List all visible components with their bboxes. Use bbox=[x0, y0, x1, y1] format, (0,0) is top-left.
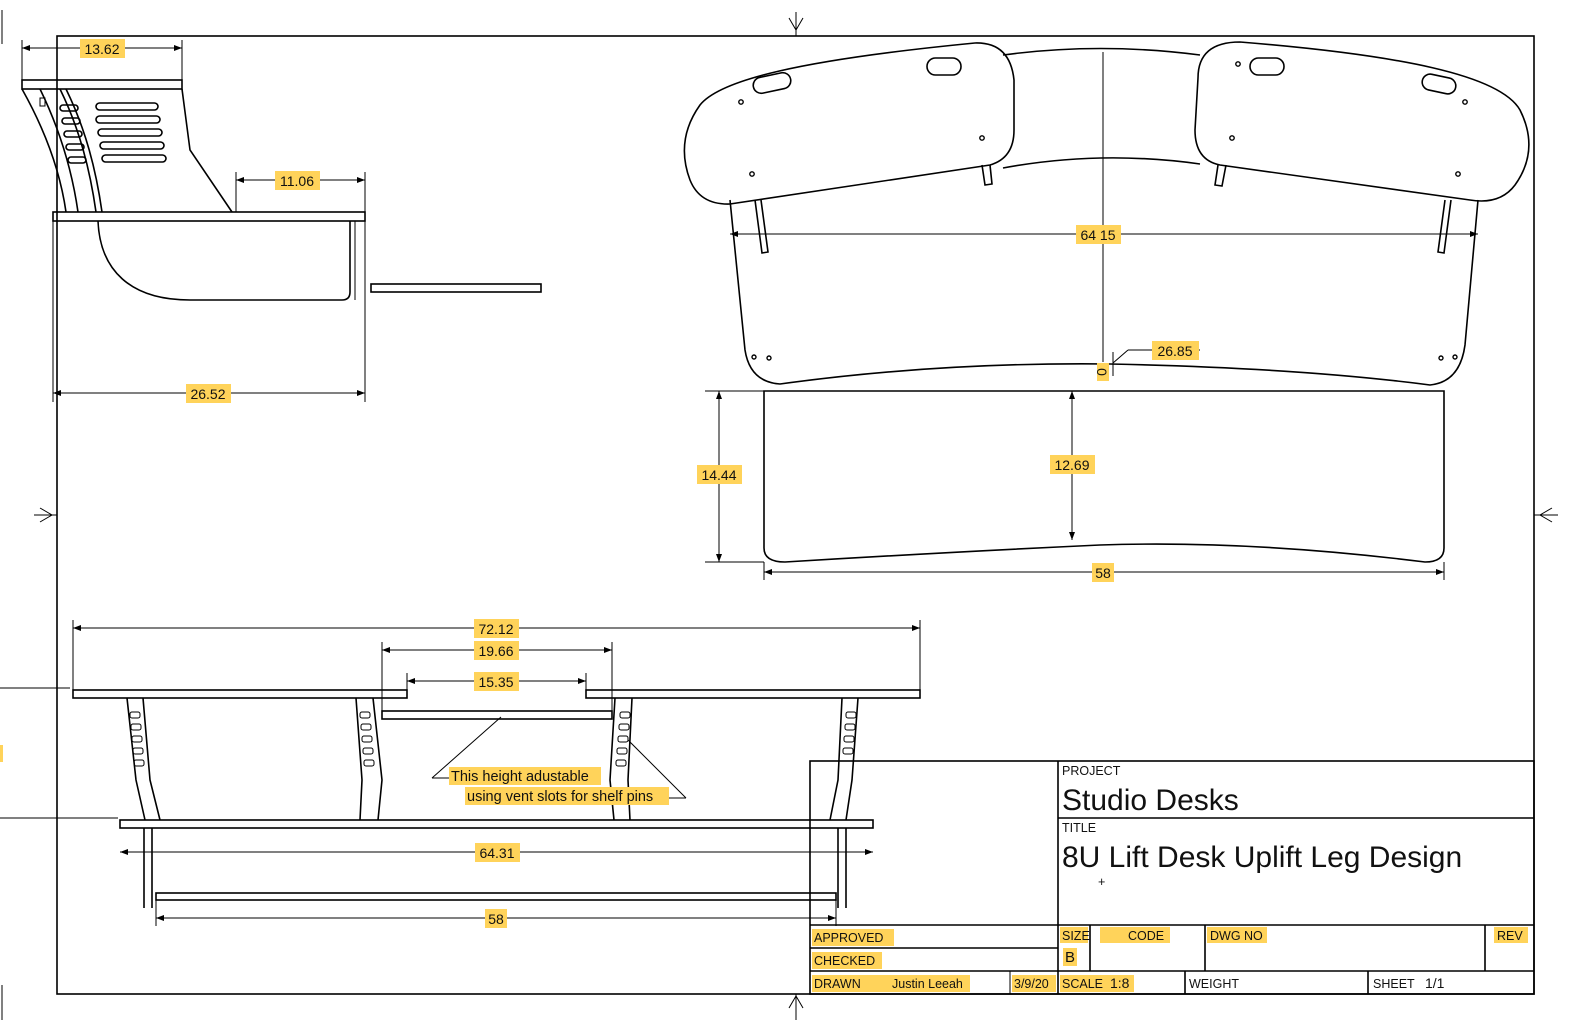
dim-side-top-width: 13.62 bbox=[84, 41, 119, 57]
sheet-label: SHEET bbox=[1373, 977, 1415, 991]
approved-label: APPROVED bbox=[814, 931, 883, 945]
dimension-labels: 13.62 11.06 26.52 64 15 0 26.85 14.44 12… bbox=[0, 39, 1199, 928]
vent-slots bbox=[39, 97, 167, 164]
dim-front-bottom-shelf: 58 bbox=[488, 911, 504, 927]
drawn-date: 3/9/20 bbox=[1014, 977, 1049, 991]
weight-label: WEIGHT bbox=[1189, 977, 1239, 991]
size-label: SIZE bbox=[1062, 929, 1090, 943]
dwg-no-label: DWG NO bbox=[1210, 929, 1263, 943]
dim-keyboard-outer: 14.44 bbox=[701, 467, 736, 483]
title-block: PROJECT Studio Desks TITLE 8U Lift Desk … bbox=[809, 760, 1535, 995]
note-line-1: This height adustable bbox=[451, 769, 589, 785]
scale-value: 1:8 bbox=[1110, 975, 1130, 991]
dim-top-width: 64 15 bbox=[1080, 227, 1115, 243]
sheet-value: 1/1 bbox=[1425, 975, 1445, 991]
rev-label: REV bbox=[1497, 929, 1523, 943]
top-view bbox=[683, 41, 1530, 580]
dim-keyboard-inner: 12.69 bbox=[1054, 457, 1089, 473]
scale-label: SCALE bbox=[1062, 977, 1103, 991]
leg-slots bbox=[129, 711, 857, 767]
size-value: B bbox=[1065, 949, 1075, 966]
code-label: CODE bbox=[1128, 929, 1164, 943]
title-label: TITLE bbox=[1062, 821, 1096, 835]
crosshair-mark: + bbox=[1098, 875, 1105, 889]
drawn-label: DRAWN bbox=[814, 977, 861, 991]
dim-front-gap: 19.66 bbox=[478, 643, 513, 659]
title-value: 8U Lift Desk Uplift Leg Design bbox=[1062, 841, 1462, 874]
project-value: Studio Desks bbox=[1062, 784, 1239, 817]
dim-side-depth: 26.52 bbox=[190, 386, 225, 402]
dim-front-inner-gap: 15.35 bbox=[478, 674, 513, 690]
dim-top-depth: 26.85 bbox=[1157, 343, 1192, 359]
dim-front-base: 64.31 bbox=[479, 845, 514, 861]
note-line-2: using vent slots for shelf pins bbox=[467, 789, 653, 805]
dim-keyboard-width: 58 bbox=[1095, 565, 1111, 581]
centering-marks bbox=[0, 10, 1558, 1020]
dim-side-offset: 11.06 bbox=[280, 173, 314, 189]
height-note: This height adustable using vent slots f… bbox=[449, 767, 669, 805]
side-view bbox=[21, 40, 542, 402]
checked-label: CHECKED bbox=[814, 954, 875, 968]
dim-top-depth-zero: 0 bbox=[1094, 368, 1110, 376]
dim-front-overall: 72.12 bbox=[478, 621, 513, 637]
drawn-name: Justin Leeah bbox=[892, 977, 963, 991]
project-label: PROJECT bbox=[1062, 764, 1121, 778]
